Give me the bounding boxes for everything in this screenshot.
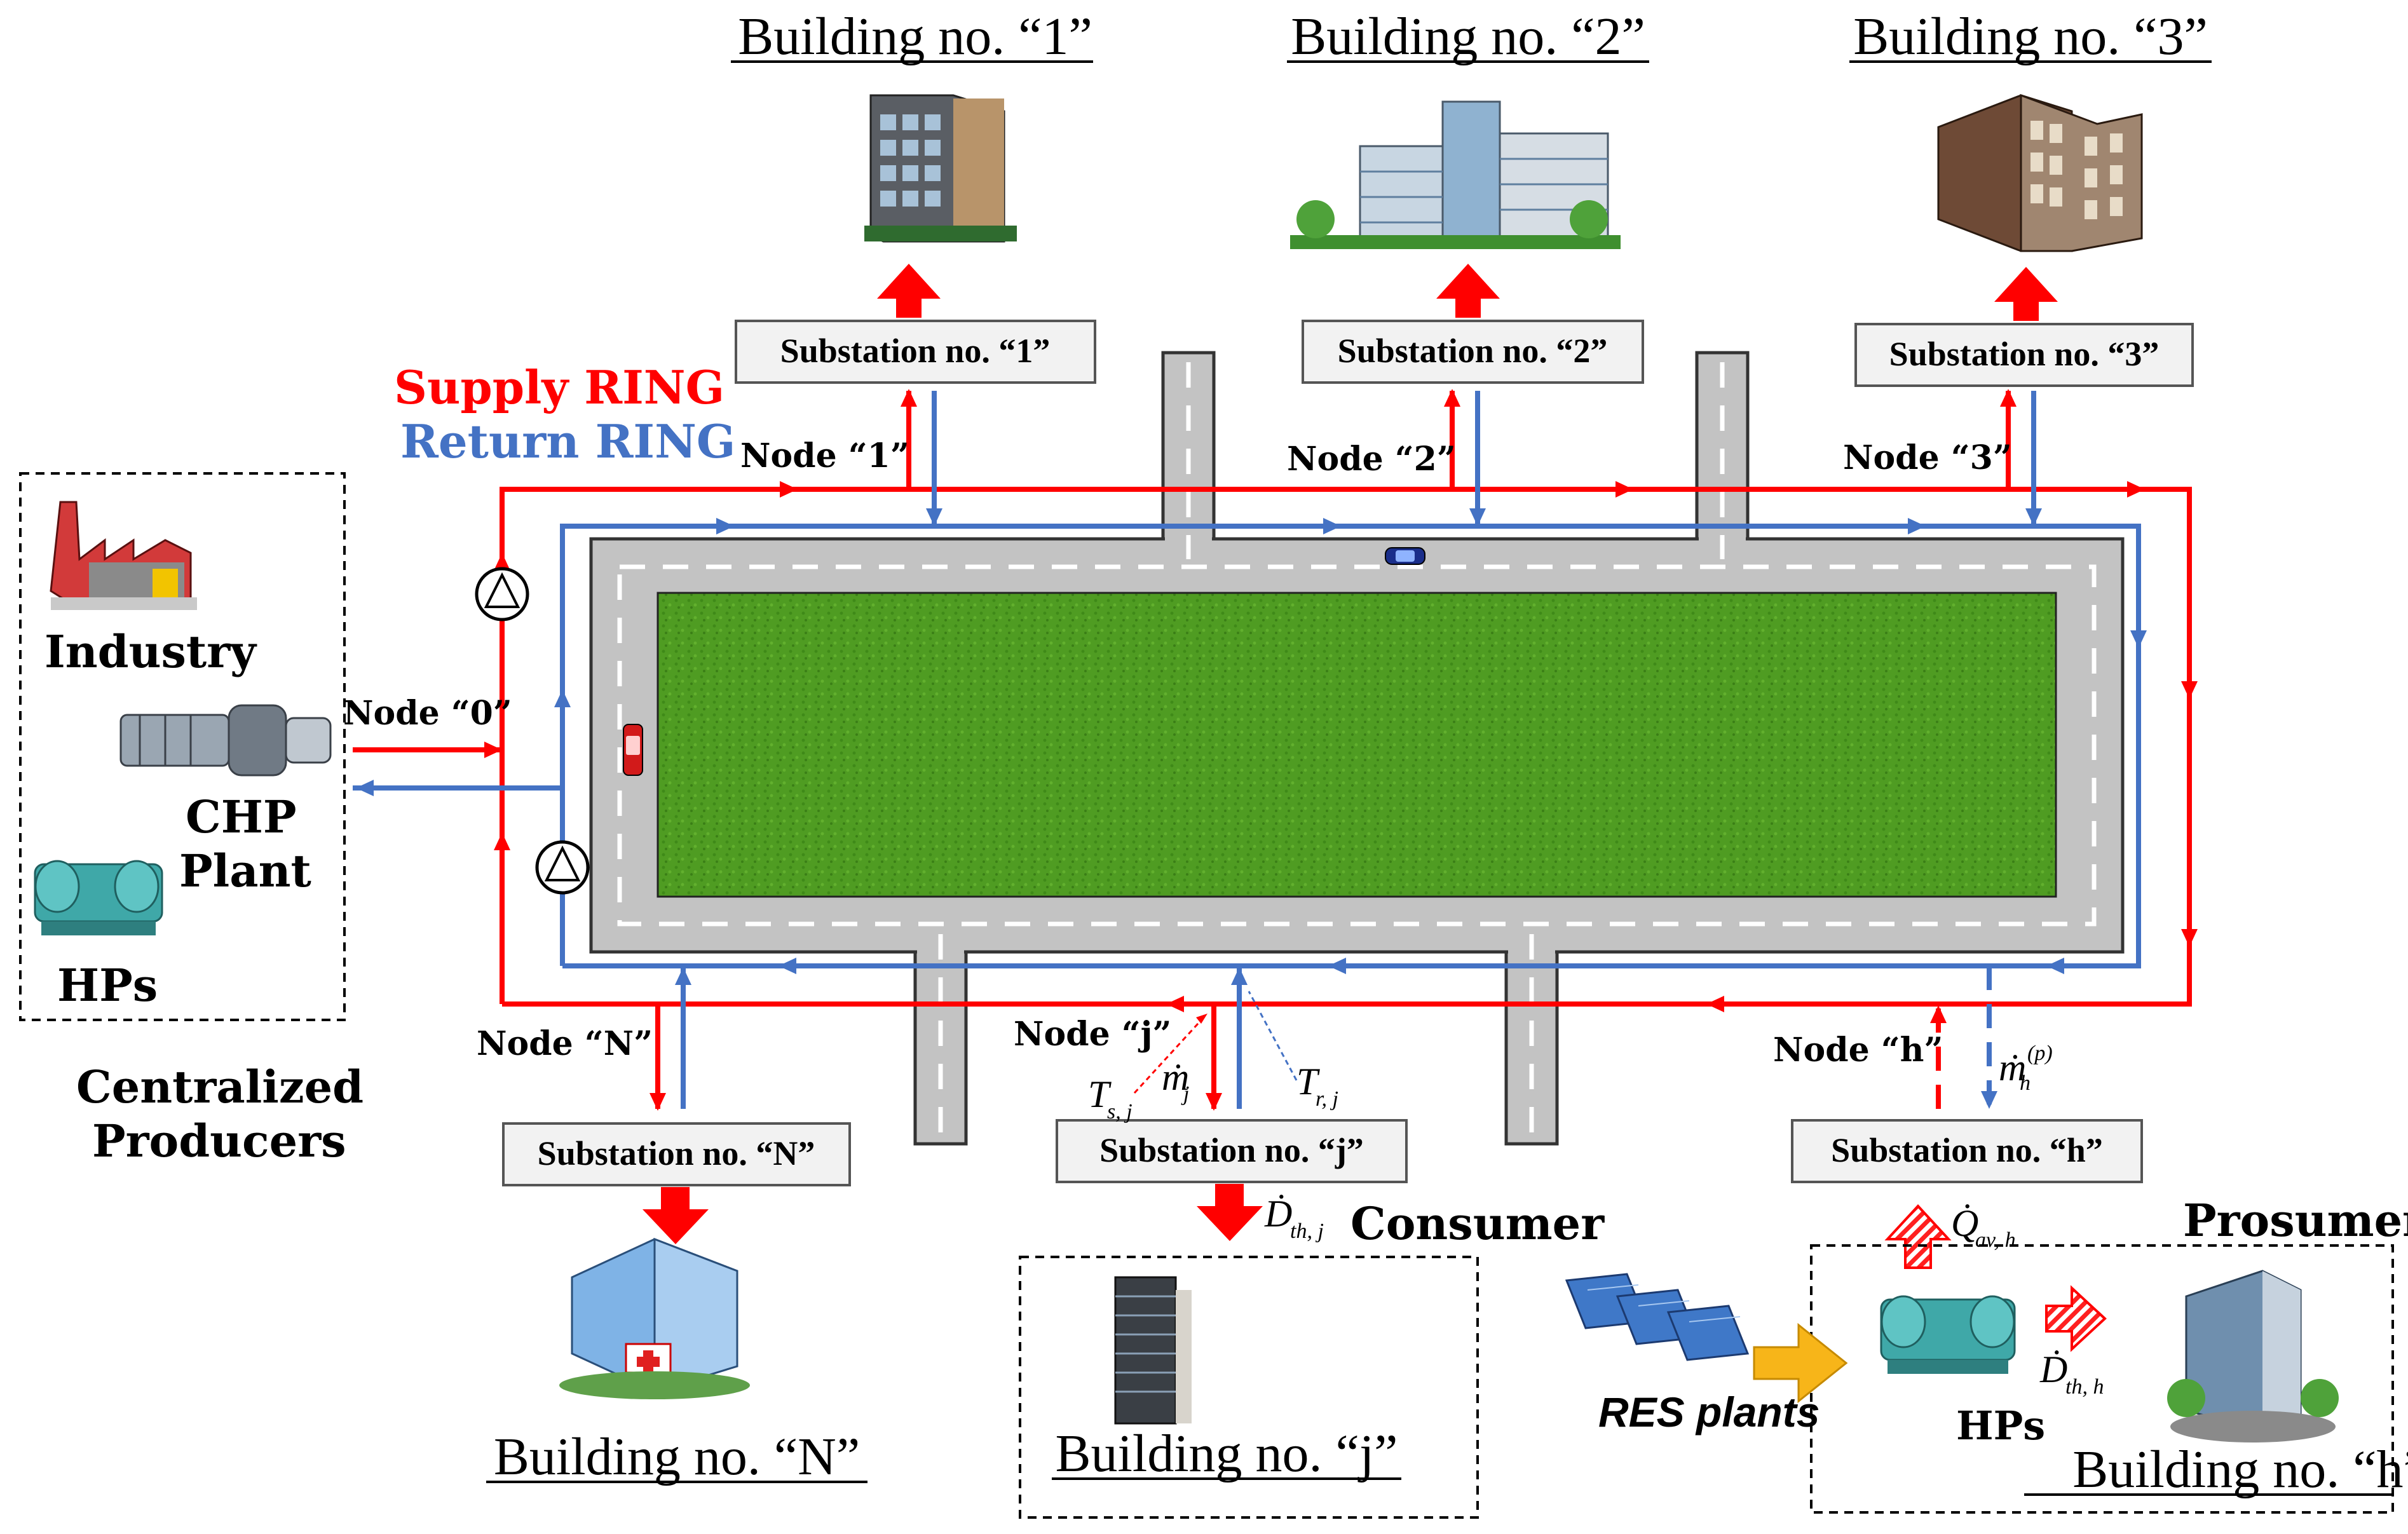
industry-icon — [50, 501, 197, 610]
substation-h-label: Substation no. “h” — [1831, 1131, 2103, 1169]
producers-box — [19, 472, 346, 1021]
solar-panel-icon — [1565, 1273, 1750, 1361]
svg-text:th, j: th, j — [1290, 1219, 1324, 1243]
node-2-label: Node “2” — [1287, 440, 1456, 479]
building-j-title: Building no. “j” — [1056, 1424, 1398, 1483]
building-h-title: Building no. “h” — [2072, 1440, 2408, 1499]
legend-supply-ring: Supply RING — [394, 360, 724, 414]
building-2-title: Building no. “2” — [1291, 7, 1645, 66]
svg-text:Ḋ: Ḋ — [2039, 1348, 2067, 1390]
pump-icon — [535, 840, 590, 895]
supply-arrowheads — [484, 389, 2198, 1111]
green-park-area — [656, 592, 2057, 898]
heat-pump-icon — [34, 860, 163, 935]
math-Q-av-h: Q̇ av, h — [1951, 1202, 2016, 1252]
office-building-icon — [1290, 100, 1621, 249]
annotation-leaders — [1133, 991, 1298, 1094]
math-D-th-h: Ḋ th, h — [2039, 1348, 2104, 1399]
svg-text:T: T — [1296, 1061, 1320, 1103]
producers-caption-line1: Centralized — [76, 1061, 364, 1113]
math-m-j: ṁ j — [1162, 1056, 1189, 1106]
prosumer-hps-label: HPs — [1956, 1402, 2045, 1449]
office-building-icon — [2167, 1270, 2339, 1442]
car-icon — [623, 724, 643, 776]
svg-text:s, j: s, j — [1107, 1100, 1133, 1123]
heat-pump-icon — [1880, 1295, 2016, 1374]
hospital-building-icon — [559, 1237, 750, 1399]
math-m-h-p: ṁ h (p) — [1999, 1042, 2053, 1095]
return-arrowheads — [356, 508, 2147, 1109]
producer-chp-line1: CHP — [186, 791, 297, 843]
svg-text:j: j — [1181, 1082, 1189, 1106]
apartment-building-icon — [1937, 93, 2143, 252]
node-3-label: Node “3” — [1843, 438, 2012, 477]
svg-text:ṁ: ṁ — [1999, 1047, 2026, 1089]
producer-hps-label: HPs — [57, 959, 158, 1012]
svg-text:Ḋ: Ḋ — [1264, 1193, 1292, 1235]
building-1-title: Building no. “1” — [738, 7, 1092, 66]
svg-text:r, j: r, j — [1316, 1087, 1338, 1111]
substation-2-label: Substation no. “2” — [1338, 332, 1608, 370]
heat-delivery-arrows — [643, 264, 2058, 1244]
return-ring — [353, 391, 2141, 1109]
tower-building-icon — [1114, 1276, 1192, 1425]
substation-2: Substation no. “2” — [1302, 320, 1644, 384]
hotel-building-icon — [864, 94, 1017, 243]
node-N-label: Node “N” — [477, 1024, 653, 1063]
res-plants-label: RES plants — [1598, 1388, 1820, 1436]
substation-h: Substation no. “h” — [1791, 1119, 2143, 1183]
substation-3-label: Substation no. “3” — [1889, 335, 2160, 373]
substation-1-label: Substation no. “1” — [780, 332, 1051, 370]
substation-j-label: Substation no. “j” — [1099, 1131, 1364, 1169]
substation-3: Substation no. “3” — [1854, 323, 2194, 387]
producer-chp-line2: Plant — [179, 845, 311, 897]
producers-caption-line2: Producers — [92, 1115, 346, 1167]
svg-text:h: h — [2020, 1071, 2030, 1095]
math-T-r-j: T r, j — [1296, 1061, 1338, 1111]
node-j-label: Node “j” — [1014, 1015, 1171, 1054]
node-h-label: Node “h” — [1773, 1031, 1943, 1069]
math-T-s-j: T s, j — [1088, 1073, 1133, 1123]
hatched-heat-arrows — [1884, 1204, 2107, 1352]
svg-text:T: T — [1088, 1073, 1112, 1115]
car-icon — [1385, 547, 1425, 565]
substation-N-label: Substation no. “N” — [538, 1134, 815, 1172]
chp-turbine-icon — [119, 704, 332, 777]
substation-1: Substation no. “1” — [735, 320, 1096, 384]
node-0-label: Node “0” — [343, 694, 512, 733]
producer-industry-label: Industry — [44, 625, 257, 678]
res-to-hp-arrow — [1753, 1322, 1848, 1404]
svg-text:ṁ: ṁ — [1162, 1056, 1189, 1098]
substation-N: Substation no. “N” — [502, 1122, 851, 1186]
consumer-box — [1019, 1256, 1479, 1519]
node-1-label: Node “1” — [740, 437, 909, 475]
svg-text:(p): (p) — [2027, 1042, 2053, 1065]
road-network — [589, 351, 2125, 1146]
svg-text:av, h: av, h — [1975, 1228, 2016, 1252]
math-D-th-j: Ḋ th, j — [1264, 1193, 1324, 1243]
building-3-title: Building no. “3” — [1853, 7, 2208, 66]
substation-j: Substation no. “j” — [1056, 1119, 1408, 1183]
svg-text:Q̇: Q̇ — [1951, 1202, 1978, 1244]
consumer-label: Consumer — [1350, 1197, 1605, 1250]
building-N-title: Building no. “N” — [494, 1427, 860, 1486]
prosumer-label: Prosumer — [2183, 1194, 2408, 1247]
legend-return-ring: Return RING — [400, 414, 735, 468]
svg-text:th, h: th, h — [2065, 1375, 2104, 1399]
pump-icon — [475, 567, 529, 621]
